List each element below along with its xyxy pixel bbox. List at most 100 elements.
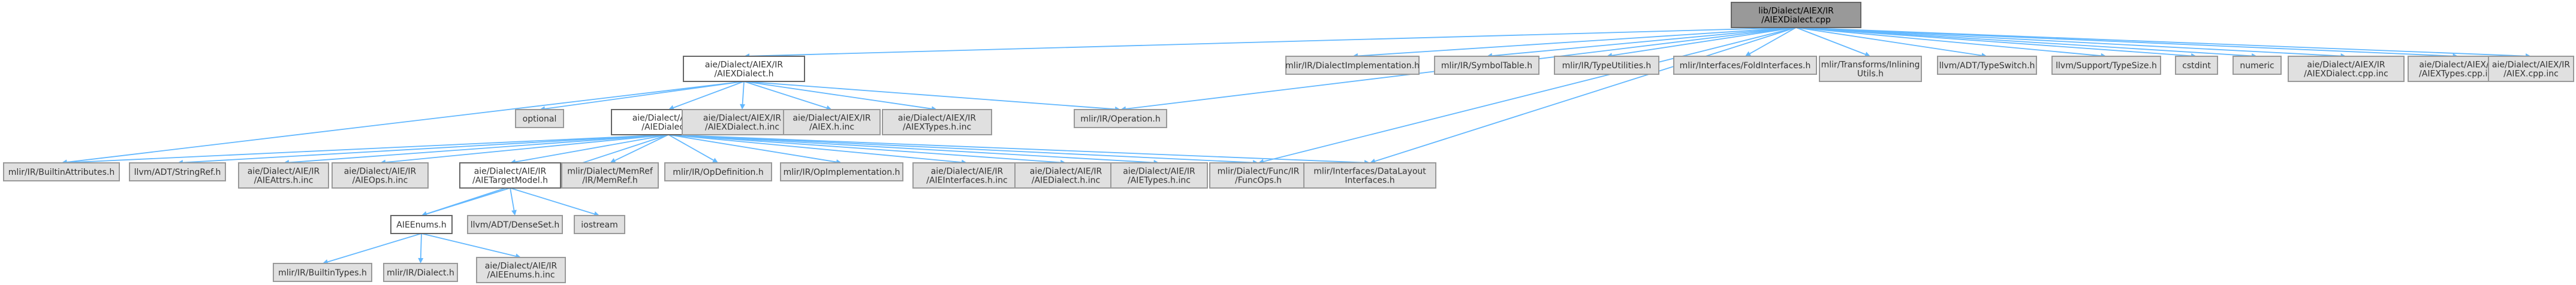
- node-label: aie/Dialect/AIE/IR: [248, 167, 320, 177]
- node-box: [561, 162, 659, 189]
- edge-arrowhead: [1745, 51, 1752, 56]
- edge-line: [426, 187, 511, 215]
- edge-line: [1611, 27, 1797, 56]
- node-label: /AIEX.h.inc: [809, 123, 854, 132]
- node-aietypes[interactable]: aie/Dialect/AIE/IR/AIETypes.h.inc: [1110, 162, 1208, 189]
- include-edge-aietm-to-iostream: [510, 187, 599, 217]
- node-foldif[interactable]: mlir/Interfaces/FoldInterfaces.h: [1673, 56, 1817, 75]
- node-label: mlir/Dialect/MemRef: [567, 167, 653, 177]
- node-box: [2051, 56, 2161, 75]
- node-builtintypes[interactable]: mlir/IR/BuiltinTypes.h: [273, 263, 372, 282]
- node-typesize[interactable]: llvm/Support/TypeSize.h: [2051, 56, 2161, 75]
- edge-arrowhead: [511, 210, 517, 216]
- node-box: [2488, 56, 2574, 82]
- node-aiexcppinc[interactable]: aie/Dialect/AIEX/IR/AIEX.cpp.inc: [2488, 56, 2574, 82]
- include-edge-root-to-inlining: [1795, 27, 1870, 57]
- node-typeutil[interactable]: mlir/IR/TypeUtilities.h: [1554, 56, 1659, 75]
- include-edge-aiexd-to-aied: [668, 81, 745, 111]
- edge-line: [421, 233, 516, 257]
- edge-line: [1795, 27, 1982, 56]
- node-numeric[interactable]: numeric: [2232, 56, 2282, 75]
- node-box: [1434, 56, 1539, 75]
- edge-line: [1357, 27, 1797, 57]
- node-memref[interactable]: mlir/Dialect/MemRef/IR/MemRef.h: [561, 162, 659, 189]
- include-edge-root-to-datalayout: [1370, 27, 1797, 164]
- edge-arrowhead: [668, 105, 675, 111]
- node-label: aie/Dialect/AIE/IR: [474, 167, 547, 177]
- edge-line: [668, 134, 1154, 163]
- node-dialect[interactable]: mlir/IR/Dialect.h: [383, 263, 458, 282]
- edge-line: [673, 81, 745, 108]
- node-box: [2288, 56, 2405, 82]
- node-box: [2232, 56, 2282, 75]
- node-opimpl[interactable]: mlir/IR/OpImplementation.h: [780, 162, 903, 181]
- node-aiexdcppinc[interactable]: aie/Dialect/AIEX/IR/AIEXDialect.cpp.inc: [2288, 56, 2405, 82]
- node-label: aie/Dialect/AIEX/IR: [898, 114, 976, 123]
- node-denseset[interactable]: llvm/ADT/DenseSet.h: [467, 215, 563, 234]
- node-opdef[interactable]: mlir/IR/OpDefinition.h: [664, 162, 772, 181]
- node-box: [1303, 162, 1436, 189]
- node-aieattrs[interactable]: aie/Dialect/AIE/IR/AIEAttrs.h.inc: [238, 162, 329, 189]
- node-builtinattr[interactable]: mlir/IR/BuiltinAttributes.h: [3, 162, 120, 181]
- node-label: AIEEnums.h: [396, 220, 446, 230]
- node-label: aie/Dialect/AIE/IR: [344, 167, 417, 177]
- node-box: [912, 162, 1022, 189]
- node-label: Interfaces.h: [1345, 176, 1394, 186]
- node-aieenums[interactable]: AIEEnums.h: [390, 215, 453, 234]
- node-aiedhinc[interactable]: aie/Dialect/AIE/IR/AIEDialect.h.inc: [1014, 162, 1117, 189]
- node-label: iostream: [581, 220, 618, 230]
- node-symtab[interactable]: mlir/IR/SymbolTable.h: [1434, 56, 1539, 75]
- node-aiexd[interactable]: aie/Dialect/AIEX/IR/AIEXDialect.h: [683, 56, 805, 82]
- node-label: aie/Dialect/AIEX/IR: [2419, 60, 2497, 70]
- node-box: [390, 215, 453, 234]
- include-edge-root-to-aiexdcppinc: [1795, 27, 2346, 59]
- node-label: /AIEXDialect.cpp.inc: [2304, 69, 2388, 79]
- node-box: [682, 109, 803, 135]
- node-box: [2175, 56, 2218, 75]
- node-label: aie/Dialect/AIEX/IR: [705, 60, 783, 70]
- node-aiexhinc[interactable]: aie/Dialect/AIEX/IR/AIEX.h.inc: [783, 109, 881, 135]
- node-box: [783, 109, 881, 135]
- node-label: /AIEOps.h.inc: [352, 176, 408, 186]
- edge-line: [668, 134, 837, 163]
- node-funcops[interactable]: mlir/Dialect/Func/IR/FuncOps.h: [1209, 162, 1307, 189]
- node-box: [1731, 2, 1861, 28]
- node-aiexthinc[interactable]: aie/Dialect/AIEX/IR/AIEXTypes.h.inc: [882, 109, 992, 135]
- node-label: mlir/IR/OpImplementation.h: [784, 168, 900, 177]
- node-aiexdhinc[interactable]: aie/Dialect/AIEX/IR/AIEXDialect.h.inc: [682, 109, 803, 135]
- edge-line: [668, 134, 1365, 163]
- node-label: /AIEAttrs.h.inc: [254, 176, 314, 186]
- node-label: /AIEDialect.h.inc: [1032, 176, 1100, 186]
- node-label: lib/Dialect/AIEX/IR: [1758, 7, 1834, 16]
- node-label: aie/Dialect/AIE/IR: [1030, 167, 1102, 177]
- node-stringref[interactable]: llvm/ADT/StringRef.h: [129, 162, 226, 181]
- node-label: mlir/Interfaces/DataLayout: [1313, 167, 1426, 177]
- edge-line: [1375, 27, 1797, 162]
- node-label: /AIEEnums.h.inc: [487, 271, 555, 280]
- edge-line: [1795, 27, 2252, 57]
- include-edge-aied-to-aietypes: [668, 134, 1159, 165]
- node-typeswitch[interactable]: llvm/ADT/TypeSwitch.h: [1937, 56, 2037, 75]
- node-label: mlir/IR/TypeUtilities.h: [1562, 61, 1652, 71]
- node-label: llvm/ADT/StringRef.h: [134, 168, 221, 177]
- node-iostream[interactable]: iostream: [574, 215, 625, 234]
- include-edge-aietm-to-denseset: [510, 187, 517, 216]
- node-cstdint[interactable]: cstdint: [2175, 56, 2218, 75]
- edge-line: [668, 134, 714, 161]
- node-aieops[interactable]: aie/Dialect/AIE/IR/AIEOps.h.inc: [332, 162, 429, 189]
- node-operation[interactable]: mlir/IR/Operation.h: [1074, 109, 1167, 128]
- edge-arrowhead: [712, 157, 718, 163]
- node-aieif[interactable]: aie/Dialect/AIE/IR/AIEInterfaces.h.inc: [912, 162, 1022, 189]
- node-optional[interactable]: optional: [515, 109, 564, 128]
- include-edge-aiexd-to-aiexhinc: [743, 81, 832, 111]
- node-box: [332, 162, 429, 189]
- include-edge-aied-to-stringref: [177, 134, 669, 165]
- node-aietm[interactable]: aie/Dialect/AIE/IR/AIETargetModel.h: [459, 162, 561, 189]
- node-label: /AIEXTypes.cpp.inc: [2419, 69, 2497, 79]
- node-label: mlir/IR/BuiltinAttributes.h: [8, 168, 115, 177]
- node-label: cstdint: [2182, 61, 2211, 71]
- node-diaimpl[interactable]: mlir/IR/DialectImplementation.h: [1285, 56, 1420, 75]
- node-aieenumsinc[interactable]: aie/Dialect/AIE/IR/AIEEnums.h.inc: [476, 257, 566, 283]
